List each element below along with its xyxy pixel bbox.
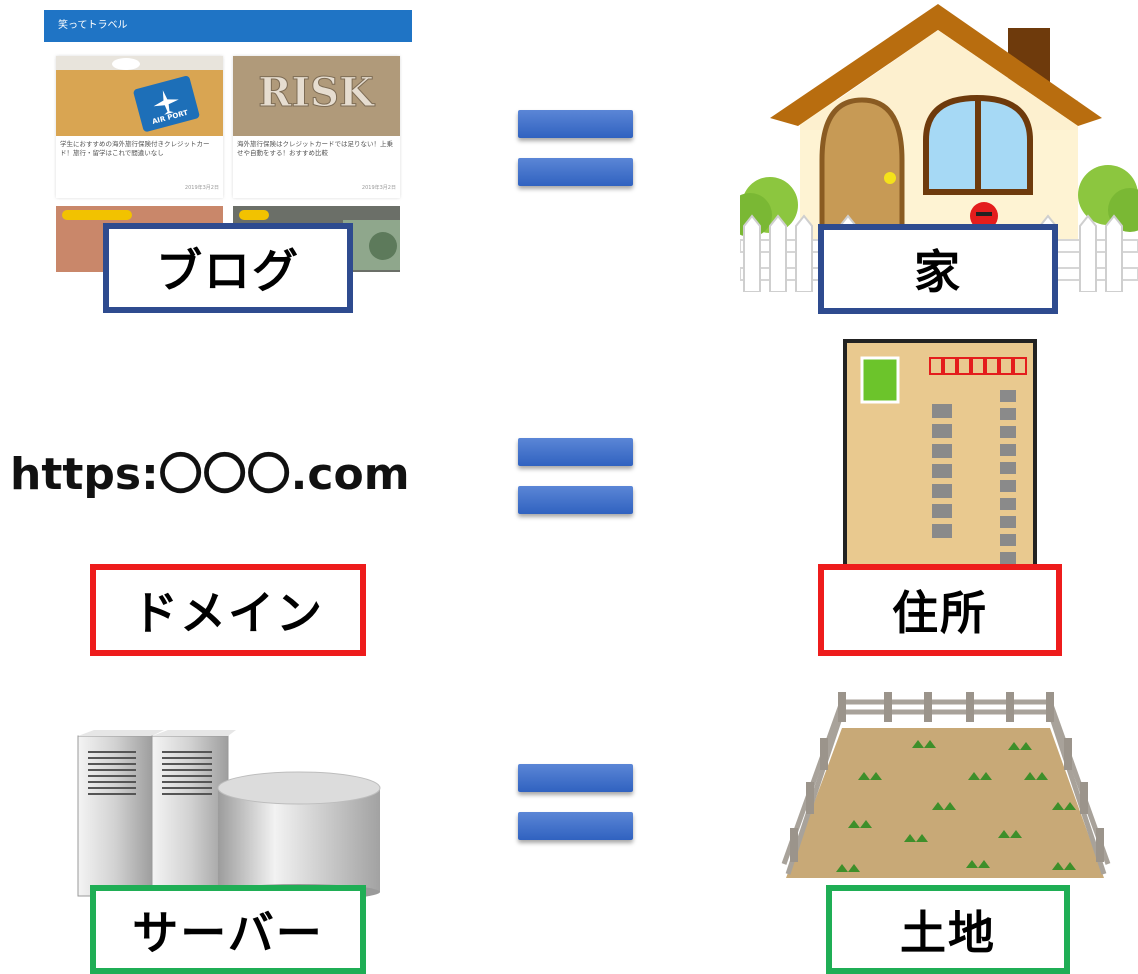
url-text: https:〇〇〇.com [10,449,410,500]
label-land: 土地 [826,885,1070,974]
blog-thumbnail: 笑ってトラベル AIR PORT 学生におすすめの海外旅行保険付きクレジットカー… [44,10,412,272]
equals-sign-3 [518,762,633,842]
postcard-illustration [843,339,1037,577]
equals-bar-top [518,764,633,792]
label-server: サーバー [90,885,366,974]
label-blog: ブログ [103,223,353,313]
blog-card-1-text: 学生におすすめの海外旅行保険付きクレジットカード！旅行・留学はこれで間違いなし [60,140,210,157]
equals-bar-bottom [518,812,633,840]
equals-bar-top [518,438,633,466]
equals-bar-bottom [518,158,633,186]
land-illustration [781,692,1111,878]
equals-bar-bottom [518,486,633,514]
equals-sign-2 [518,436,633,516]
label-house: 家 [818,224,1058,314]
airport-card-image: AIR PORT [56,56,223,136]
label-address: 住所 [818,564,1062,656]
blog-card-2-date: 2019年3月2日 [361,185,396,191]
blog-card-2-text: 海外旅行保険はクレジットカードでは足りない！上乗せや自動をする！おすすめ比較 [237,140,393,157]
blog-header: 笑ってトラベル [44,10,412,42]
equals-sign-1 [518,108,633,188]
blog-card-1-date: 2019年3月2日 [184,185,219,191]
equals-bar-top [518,110,633,138]
risk-image-text: RISK [258,69,375,116]
risk-card-image: RISK [233,56,400,136]
label-domain: ドメイン [90,564,366,656]
server-illustration [77,730,381,898]
blog-card-2: RISK 海外旅行保険はクレジットカードでは足りない！上乗せや自動をする！おすす… [233,56,400,198]
blog-card-1: AIR PORT 学生におすすめの海外旅行保険付きクレジットカード！旅行・留学は… [56,56,223,198]
